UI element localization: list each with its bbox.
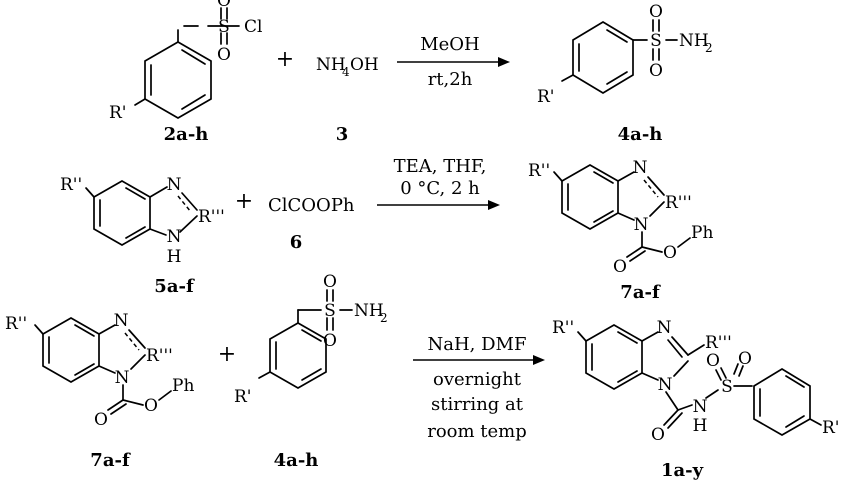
r-prime-label: R' xyxy=(234,387,251,407)
conditions-below-2: stirring at xyxy=(431,394,524,415)
ammonia-oh: OH xyxy=(350,55,379,75)
conditions-below-3: room temp xyxy=(427,421,527,442)
oxygen-top: O xyxy=(323,272,337,292)
arrow-step-2: TEA, THF, 0 °C, 2 h xyxy=(377,156,500,210)
compound-1a-y: N N R''' R'' O N H S O O R' xyxy=(552,318,839,445)
compound-4a-h-reactant: O S O NH 2 R' xyxy=(234,272,388,407)
nitrogen-3: N xyxy=(657,318,672,338)
ester-oxygen: O xyxy=(144,396,158,416)
r-double-prime-label: R'' xyxy=(60,175,82,195)
conditions-below: rt,2h xyxy=(428,69,473,90)
label-3: 3 xyxy=(336,124,349,145)
plus-sign: + xyxy=(218,342,236,367)
label-1a-y: 1a-y xyxy=(661,460,704,481)
amine-nh: NH xyxy=(679,31,709,51)
nitrogen-3: N xyxy=(114,311,129,331)
oxygen-bottom: O xyxy=(217,45,231,65)
r-triple-prime-label: R''' xyxy=(705,333,732,353)
amine-subscript: 2 xyxy=(380,311,388,325)
nitrogen-1: N xyxy=(115,368,130,388)
phenyl-label: Ph xyxy=(172,376,194,396)
sulfonyl-oxygen-b: O xyxy=(738,349,752,369)
r-prime-label: R' xyxy=(109,103,126,123)
r-triple-prime-label: R''' xyxy=(146,346,173,366)
nitrogen-1: N xyxy=(658,375,673,395)
conditions-above: MeOH xyxy=(420,34,480,55)
r-prime-label: R' xyxy=(537,87,554,107)
sulfonamide-nitrogen: N xyxy=(693,397,708,417)
nitrogen-3: N xyxy=(633,158,648,178)
oxygen-bottom: O xyxy=(323,331,337,351)
conditions-below-1: overnight xyxy=(433,369,522,390)
carbonyl-oxygen: O xyxy=(651,425,665,445)
label-7a-f: 7a-f xyxy=(620,282,661,303)
r-double-prime-label: R'' xyxy=(552,318,574,338)
oxygen-bottom: O xyxy=(649,61,663,81)
ester-oxygen: O xyxy=(663,243,677,263)
sulfonyl-oxygen-a: O xyxy=(706,351,720,371)
compound-3: NH 4 OH xyxy=(316,55,379,79)
r-prime-label: R' xyxy=(822,418,839,438)
hydrogen-atom: H xyxy=(167,247,182,267)
carbonyl-oxygen: O xyxy=(613,257,627,277)
sulfur-atom: S xyxy=(324,301,336,321)
label-5a-f: 5a-f xyxy=(154,276,195,297)
ammonia-nh: NH xyxy=(316,55,346,75)
r-triple-prime-label: R''' xyxy=(198,207,225,227)
compound-2a-h: O S O Cl R' xyxy=(109,0,262,123)
compound-7a-f-reactant: N N R''' R'' O O Ph xyxy=(5,311,194,430)
label-6: 6 xyxy=(290,232,303,253)
sulfur-atom: S xyxy=(218,17,230,37)
amine-subscript: 2 xyxy=(705,41,713,55)
compound-7a-f-product: N N R''' R'' O O Ph xyxy=(528,158,713,277)
amine-nh: NH xyxy=(354,301,384,321)
label-4a-h: 4a-h xyxy=(618,124,663,145)
sulfonamide-hydrogen: H xyxy=(693,416,708,436)
sulfur-atom: S xyxy=(650,31,662,51)
reagent-6: ClCOOPh xyxy=(268,195,355,216)
nitrogen-3: N xyxy=(167,175,182,195)
r-double-prime-label: R'' xyxy=(5,314,27,334)
arrow-step-3: NaH, DMF overnight stirring at room temp xyxy=(413,334,545,442)
r-double-prime-label: R'' xyxy=(528,161,550,181)
r-triple-prime-label: R''' xyxy=(665,193,692,213)
sulfur-atom: S xyxy=(721,377,733,397)
phenyl-label: Ph xyxy=(691,223,713,243)
arrow-step-1: MeOH rt,2h xyxy=(397,34,510,90)
ammonia-subscript: 4 xyxy=(342,65,350,79)
compound-5a-f: N N H R''' R'' xyxy=(60,175,225,267)
compound-4a-h: O S O NH 2 R' xyxy=(537,2,713,107)
plus-sign: + xyxy=(235,189,253,214)
nitrogen-1: N xyxy=(634,215,649,235)
conditions-above: NaH, DMF xyxy=(428,334,527,355)
chlorine-atom: Cl xyxy=(244,17,262,37)
nitrogen-1: N xyxy=(167,227,182,247)
label-4a-h: 4a-h xyxy=(274,450,319,471)
oxygen-top: O xyxy=(649,2,663,22)
carbonyl-oxygen: O xyxy=(94,410,108,430)
oxygen-top: O xyxy=(217,0,231,11)
conditions-line1: TEA, THF, xyxy=(394,156,487,177)
plus-sign: + xyxy=(276,47,294,72)
conditions-line2: 0 °C, 2 h xyxy=(400,178,480,199)
label-7a-f: 7a-f xyxy=(90,450,131,471)
label-2a-h: 2a-h xyxy=(164,124,209,145)
